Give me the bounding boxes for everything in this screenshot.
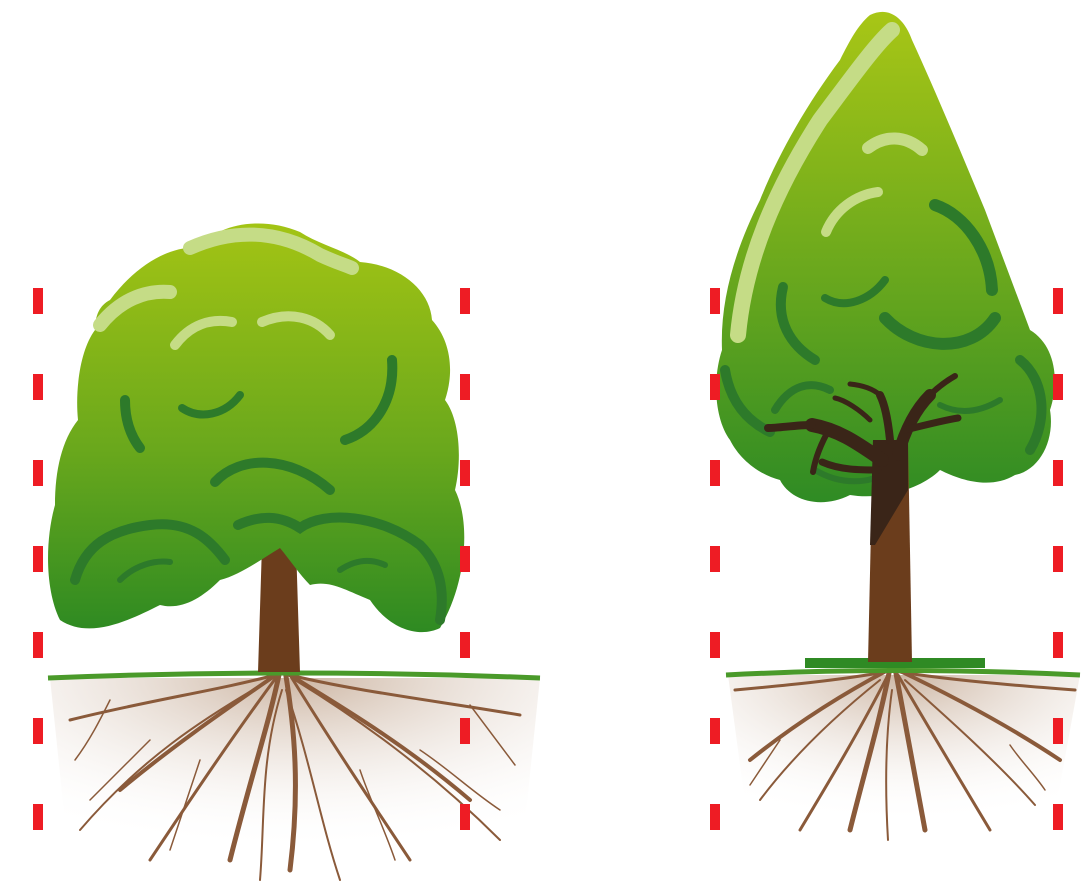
left-crown [48,223,464,632]
left-root-system [50,670,540,880]
narrow-crown-tree [716,12,1080,840]
right-root-system [728,668,1080,840]
